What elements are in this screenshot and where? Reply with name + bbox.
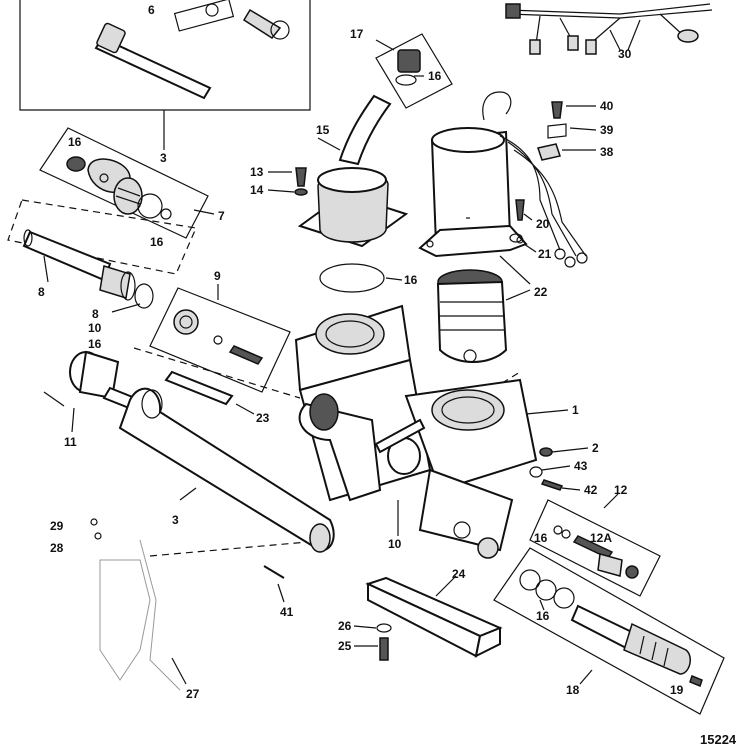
callout-10-left: 10 bbox=[88, 321, 102, 335]
callout-3-cylinder: 3 bbox=[172, 513, 179, 527]
dashed-outline-8 bbox=[7, 199, 197, 275]
callout-10: 10 bbox=[388, 537, 402, 551]
callout-41: 41 bbox=[280, 605, 294, 619]
callout-12a: 12A bbox=[590, 531, 612, 545]
motor-assembly bbox=[418, 91, 588, 268]
kit-box-17 bbox=[375, 33, 453, 109]
callout-16-g: 16 bbox=[536, 609, 550, 623]
pin-23 bbox=[164, 370, 255, 415]
fasteners-26-25 bbox=[353, 623, 392, 661]
cylinder-3 bbox=[43, 350, 335, 553]
callout-3-top: 3 bbox=[160, 151, 167, 165]
fasteners-20-21 bbox=[509, 199, 537, 253]
callout-42: 42 bbox=[584, 483, 598, 497]
callout-14: 14 bbox=[250, 183, 264, 197]
kit-box-9 bbox=[149, 284, 291, 393]
callout-2: 2 bbox=[592, 441, 599, 455]
callout-40: 40 bbox=[600, 99, 614, 113]
callout-18: 18 bbox=[566, 683, 580, 697]
callout-labels: 6 3 16 16 7 8 8 10 16 9 11 23 3 29 28 41… bbox=[38, 3, 684, 701]
callout-20: 20 bbox=[536, 217, 550, 231]
rod-8 bbox=[22, 229, 154, 313]
dash-guide-2 bbox=[149, 539, 331, 557]
cover-15 bbox=[297, 94, 409, 248]
callout-16-c: 16 bbox=[88, 337, 102, 351]
leader-16e bbox=[385, 277, 403, 281]
callout-19: 19 bbox=[670, 683, 684, 697]
callout-26: 26 bbox=[338, 619, 352, 633]
kit-box-7 bbox=[39, 127, 215, 239]
callout-13: 13 bbox=[250, 165, 264, 179]
fasteners-13-14 bbox=[267, 167, 308, 196]
plate-24 bbox=[365, 575, 503, 658]
callout-8: 8 bbox=[92, 307, 99, 321]
callout-23: 23 bbox=[256, 411, 270, 425]
harness-30 bbox=[505, 3, 713, 55]
bracket-faint bbox=[90, 518, 187, 691]
kit-box-3 bbox=[19, 0, 311, 150]
callout-30: 30 bbox=[618, 47, 632, 61]
callout-11: 11 bbox=[64, 435, 77, 449]
pin-41 bbox=[263, 565, 285, 603]
o-ring-16 bbox=[319, 263, 385, 293]
callout-9: 9 bbox=[214, 269, 221, 283]
pump-body bbox=[294, 304, 538, 559]
kit-box-12 bbox=[529, 493, 661, 597]
callout-16-f: 16 bbox=[534, 531, 548, 545]
callout-24: 24 bbox=[452, 567, 466, 581]
callout-16-d: 16 bbox=[428, 69, 442, 83]
fasteners-40-39-38 bbox=[537, 101, 597, 161]
callout-29: 29 bbox=[50, 519, 64, 533]
callout-16-e: 16 bbox=[404, 273, 418, 287]
callout-43: 43 bbox=[574, 459, 588, 473]
callout-27: 27 bbox=[186, 687, 200, 701]
kit-box-18 bbox=[493, 547, 725, 715]
callout-16-b: 16 bbox=[150, 235, 164, 249]
figure-number: 15224 bbox=[700, 732, 737, 747]
callout-21: 21 bbox=[538, 247, 552, 261]
callout-15: 15 bbox=[316, 123, 330, 137]
dash-guide-1 bbox=[133, 347, 301, 399]
fasteners-2-43-42 bbox=[525, 409, 589, 491]
callout-12: 12 bbox=[614, 483, 628, 497]
callout-17: 17 bbox=[350, 27, 364, 41]
callout-28: 28 bbox=[50, 541, 64, 555]
callout-6: 6 bbox=[148, 3, 155, 17]
callout-7: 7 bbox=[218, 209, 225, 223]
callout-25: 25 bbox=[338, 639, 352, 653]
callout-16-a: 16 bbox=[68, 135, 82, 149]
callout-1: 1 bbox=[572, 403, 579, 417]
callout-8-rod: 8 bbox=[38, 285, 45, 299]
callout-39: 39 bbox=[600, 123, 614, 137]
callout-38: 38 bbox=[600, 145, 614, 159]
reservoir-22 bbox=[436, 255, 531, 363]
callout-22: 22 bbox=[534, 285, 548, 299]
